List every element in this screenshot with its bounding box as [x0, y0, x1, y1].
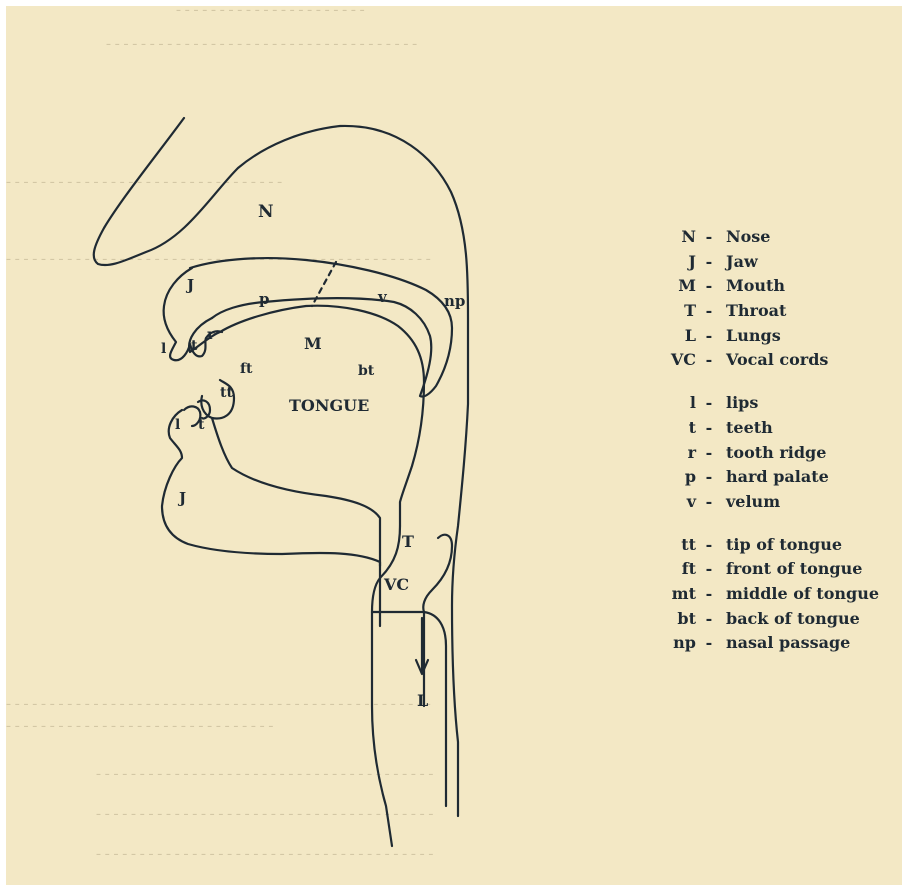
legend: N-Nose J-Jaw M-Mouth T-Throat L-Lungs VC…	[640, 227, 879, 676]
diagram-page: - - - - - - - - - - - - - - - - - - - - …	[6, 6, 902, 885]
legend-dash: -	[696, 535, 722, 554]
legend-dash: -	[696, 492, 722, 511]
legend-group-articulators: l-lips t-teeth r-tooth ridge p-hard pala…	[640, 393, 879, 516]
legend-row: l-lips	[640, 393, 879, 418]
legend-term: front of tongue	[722, 559, 862, 578]
legend-dash: -	[696, 559, 722, 578]
label-tongue: TONGUE	[289, 396, 369, 415]
legend-term: tip of tongue	[722, 535, 842, 554]
throat-front-wall	[372, 526, 400, 846]
legend-code: mt	[640, 584, 696, 603]
legend-dash: -	[696, 443, 722, 462]
legend-dash: -	[696, 350, 722, 369]
label-mouth: M	[304, 334, 322, 353]
legend-code: T	[640, 301, 696, 320]
legend-term: middle of tongue	[722, 584, 879, 603]
label-vocal-cords: VC	[383, 575, 409, 594]
legend-term: Lungs	[722, 326, 781, 345]
legend-dash: -	[696, 609, 722, 628]
label-jaw-upper: J	[185, 276, 194, 294]
label-lips-lower: l	[175, 417, 180, 433]
label-throat: T	[402, 532, 414, 551]
legend-code: L	[640, 326, 696, 345]
legend-code: M	[640, 276, 696, 295]
label-teeth-lower: t	[198, 417, 205, 433]
label-jaw-lower: J	[177, 489, 186, 507]
legend-row: mt-middle of tongue	[640, 584, 879, 609]
legend-code: p	[640, 467, 696, 486]
legend-dash: -	[696, 393, 722, 412]
legend-term: back of tongue	[722, 609, 860, 628]
legend-code: ft	[640, 559, 696, 578]
legend-row: v-velum	[640, 492, 879, 517]
legend-dash: -	[696, 276, 722, 295]
legend-dash: -	[696, 467, 722, 486]
label-lungs: L	[417, 691, 428, 710]
label-teeth-upper: t	[191, 338, 198, 354]
legend-code: N	[640, 227, 696, 246]
label-nose: N	[258, 202, 274, 222]
legend-dash: -	[696, 326, 722, 345]
legend-row: N-Nose	[640, 227, 879, 252]
legend-term: nasal passage	[722, 633, 850, 652]
legend-dash: -	[696, 418, 722, 437]
legend-row: J-Jaw	[640, 252, 879, 277]
legend-term: Nose	[722, 227, 770, 246]
legend-code: tt	[640, 535, 696, 554]
legend-term: Jaw	[722, 252, 758, 271]
legend-term: Vocal cords	[722, 350, 828, 369]
larynx-outline	[423, 535, 452, 612]
legend-dash: -	[696, 252, 722, 271]
legend-group-main-organs: N-Nose J-Jaw M-Mouth T-Throat L-Lungs VC…	[640, 227, 879, 375]
label-back-of-tongue: bt	[358, 363, 375, 379]
legend-row: p-hard palate	[640, 467, 879, 492]
legend-code: bt	[640, 609, 696, 628]
velum-divider	[312, 262, 336, 306]
legend-row: L-Lungs	[640, 326, 879, 351]
label-front-of-tongue: ft	[240, 361, 253, 377]
legend-row: ft-front of tongue	[640, 559, 879, 584]
legend-term: tooth ridge	[722, 443, 826, 462]
legend-code: r	[640, 443, 696, 462]
legend-dash: -	[696, 633, 722, 652]
legend-term: teeth	[722, 418, 773, 437]
lower-lip-outline	[162, 410, 380, 626]
label-lips-upper: l	[161, 341, 166, 357]
legend-row: tt-tip of tongue	[640, 535, 879, 560]
legend-row: M-Mouth	[640, 276, 879, 301]
label-velum: v	[377, 288, 388, 306]
legend-row: t-teeth	[640, 418, 879, 443]
legend-dash: -	[696, 301, 722, 320]
legend-code: VC	[640, 350, 696, 369]
legend-code: J	[640, 252, 696, 271]
legend-code: np	[640, 633, 696, 652]
legend-code: l	[640, 393, 696, 412]
legend-code: v	[640, 492, 696, 511]
label-hard-palate: p	[259, 290, 270, 308]
legend-row: VC-Vocal cords	[640, 350, 879, 375]
legend-dash: -	[696, 227, 722, 246]
legend-row: np-nasal passage	[640, 633, 879, 658]
legend-term: Throat	[722, 301, 786, 320]
legend-row: T-Throat	[640, 301, 879, 326]
legend-term: Mouth	[722, 276, 785, 295]
legend-code: t	[640, 418, 696, 437]
legend-term: velum	[722, 492, 780, 511]
label-nasal-passage: np	[444, 292, 465, 310]
jaw-floor-outline	[212, 418, 380, 566]
legend-row: r-tooth ridge	[640, 443, 879, 468]
legend-dash: -	[696, 584, 722, 603]
legend-row: bt-back of tongue	[640, 609, 879, 634]
label-tip-of-tongue: tt	[220, 385, 233, 401]
legend-group-tongue-parts: tt-tip of tongue ft-front of tongue mt-m…	[640, 535, 879, 658]
legend-term: lips	[722, 393, 758, 412]
label-tooth-ridge: r	[207, 327, 215, 343]
legend-term: hard palate	[722, 467, 829, 486]
